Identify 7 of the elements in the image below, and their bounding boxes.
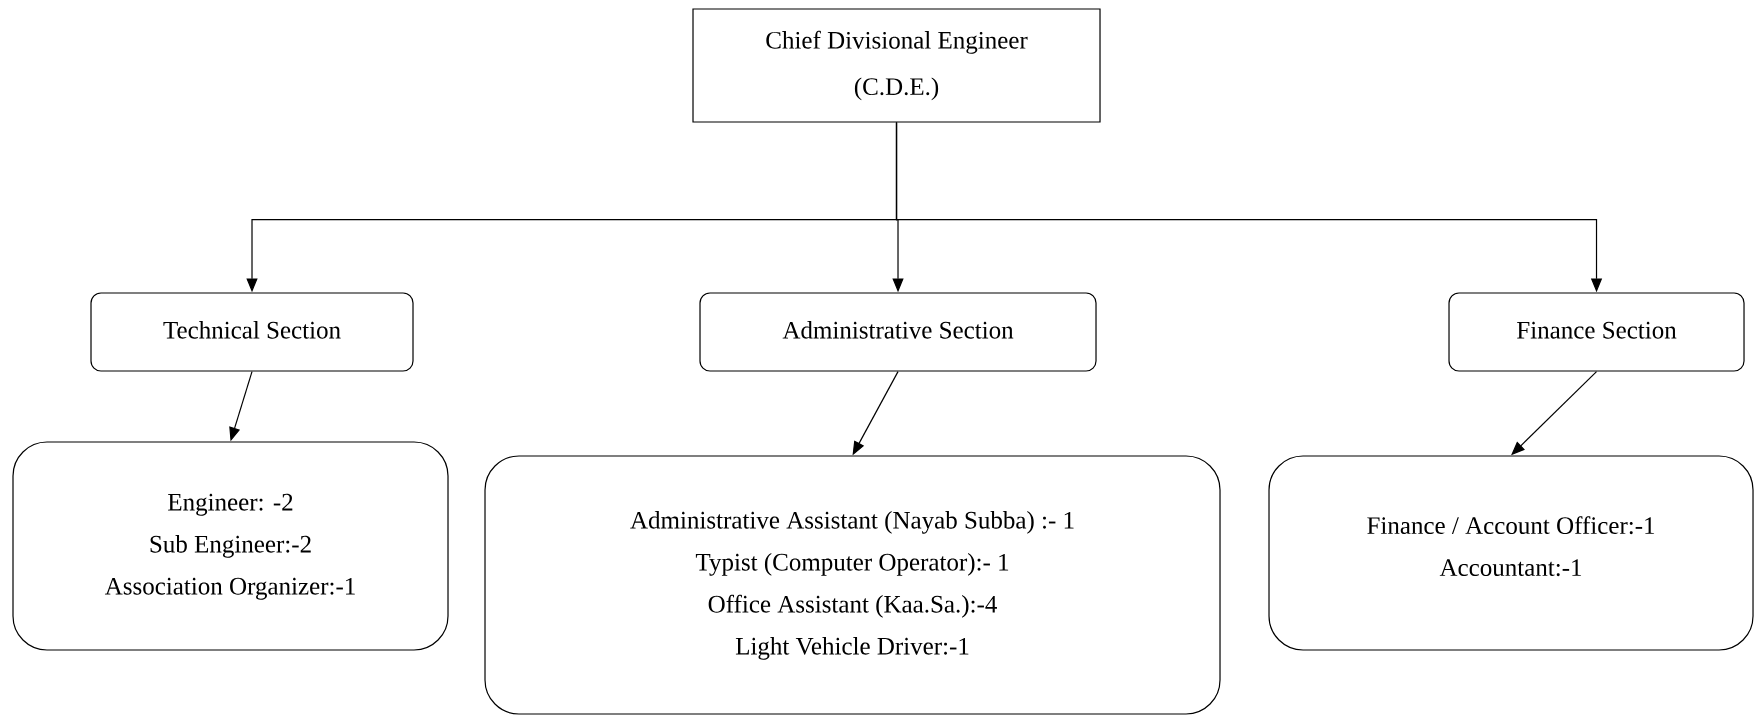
section-box: Administrative Section — [699, 292, 1097, 372]
section-box: Technical Section — [90, 292, 414, 372]
section-box: Finance Section — [1448, 292, 1745, 372]
staff-box: Administrative Assistant (Nayab Subba) :- 1 Typist (Computer Operator):- 1 Office Assistant (Kaa.Sa.):-4 Light Vehicle Driver:-1 — [484, 455, 1221, 715]
staff-box: Finance / Account Officer:-1 Accountant:-1 — [1268, 455, 1754, 651]
title-box: Chief Divisional Engineer (C.D.E.) — [692, 8, 1101, 123]
staff-box: Engineer: -2 Sub Engineer:-2 Association Organizer:-1 — [12, 441, 449, 651]
